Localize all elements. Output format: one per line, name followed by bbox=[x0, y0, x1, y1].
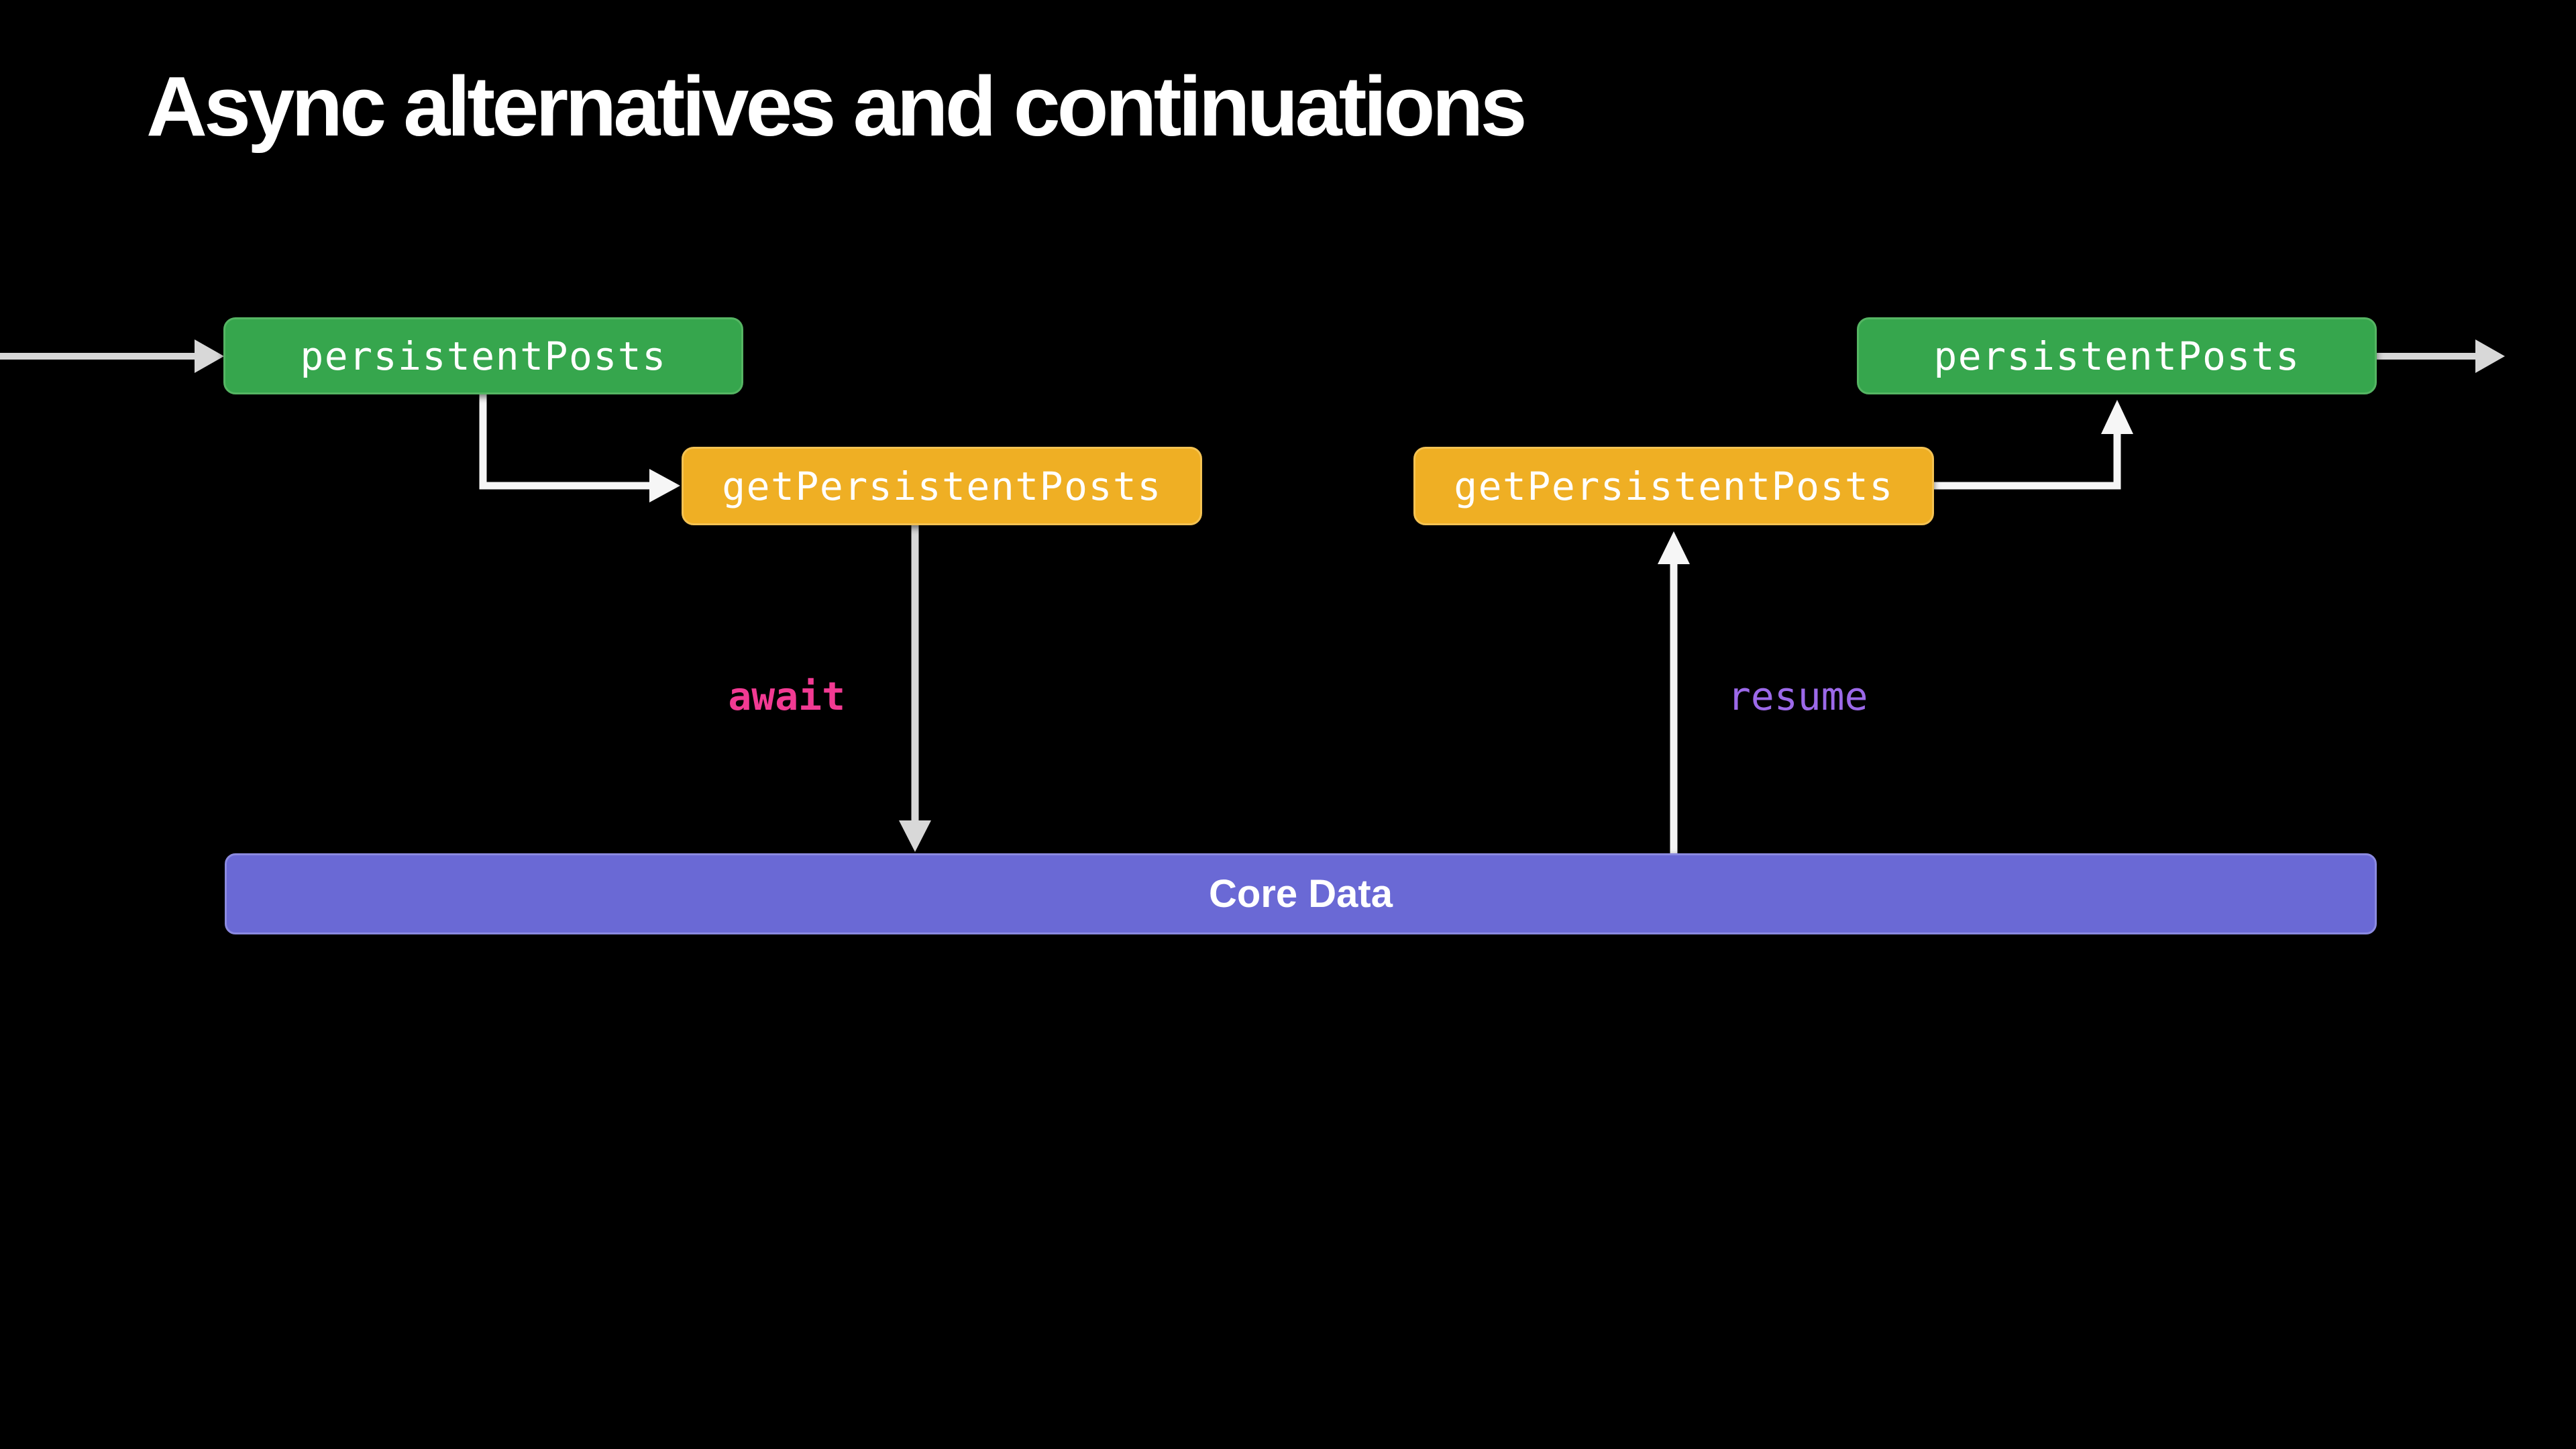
entry-arrow-icon bbox=[0, 339, 224, 373]
node-core-data: Core Data bbox=[225, 853, 2377, 934]
resume-arrow-icon bbox=[1658, 531, 1690, 853]
exit-arrow-icon bbox=[2377, 339, 2505, 373]
node-core-data-label: Core Data bbox=[1209, 872, 1393, 916]
node-get-persistent-posts-right: getPersistentPosts bbox=[1413, 447, 1934, 525]
node-persistent-posts-left-label: persistentPosts bbox=[300, 333, 667, 379]
slide-title: Async alternatives and continuations bbox=[146, 59, 1527, 154]
node-get-persistent-posts-right-label: getPersistentPosts bbox=[1454, 463, 1894, 509]
await-edge-label: await bbox=[728, 674, 845, 719]
resume-edge-label: resume bbox=[1727, 674, 1868, 719]
call-elbow-arrow-icon bbox=[479, 394, 680, 502]
node-get-persistent-posts-left-label: getPersistentPosts bbox=[722, 463, 1162, 509]
node-get-persistent-posts-left: getPersistentPosts bbox=[682, 447, 1202, 525]
node-persistent-posts-right-label: persistentPosts bbox=[1933, 333, 2300, 379]
return-elbow-arrow-icon bbox=[1934, 400, 2133, 490]
node-persistent-posts-right: persistentPosts bbox=[1857, 317, 2377, 394]
node-persistent-posts-left: persistentPosts bbox=[223, 317, 743, 394]
await-arrow-icon bbox=[899, 525, 931, 852]
